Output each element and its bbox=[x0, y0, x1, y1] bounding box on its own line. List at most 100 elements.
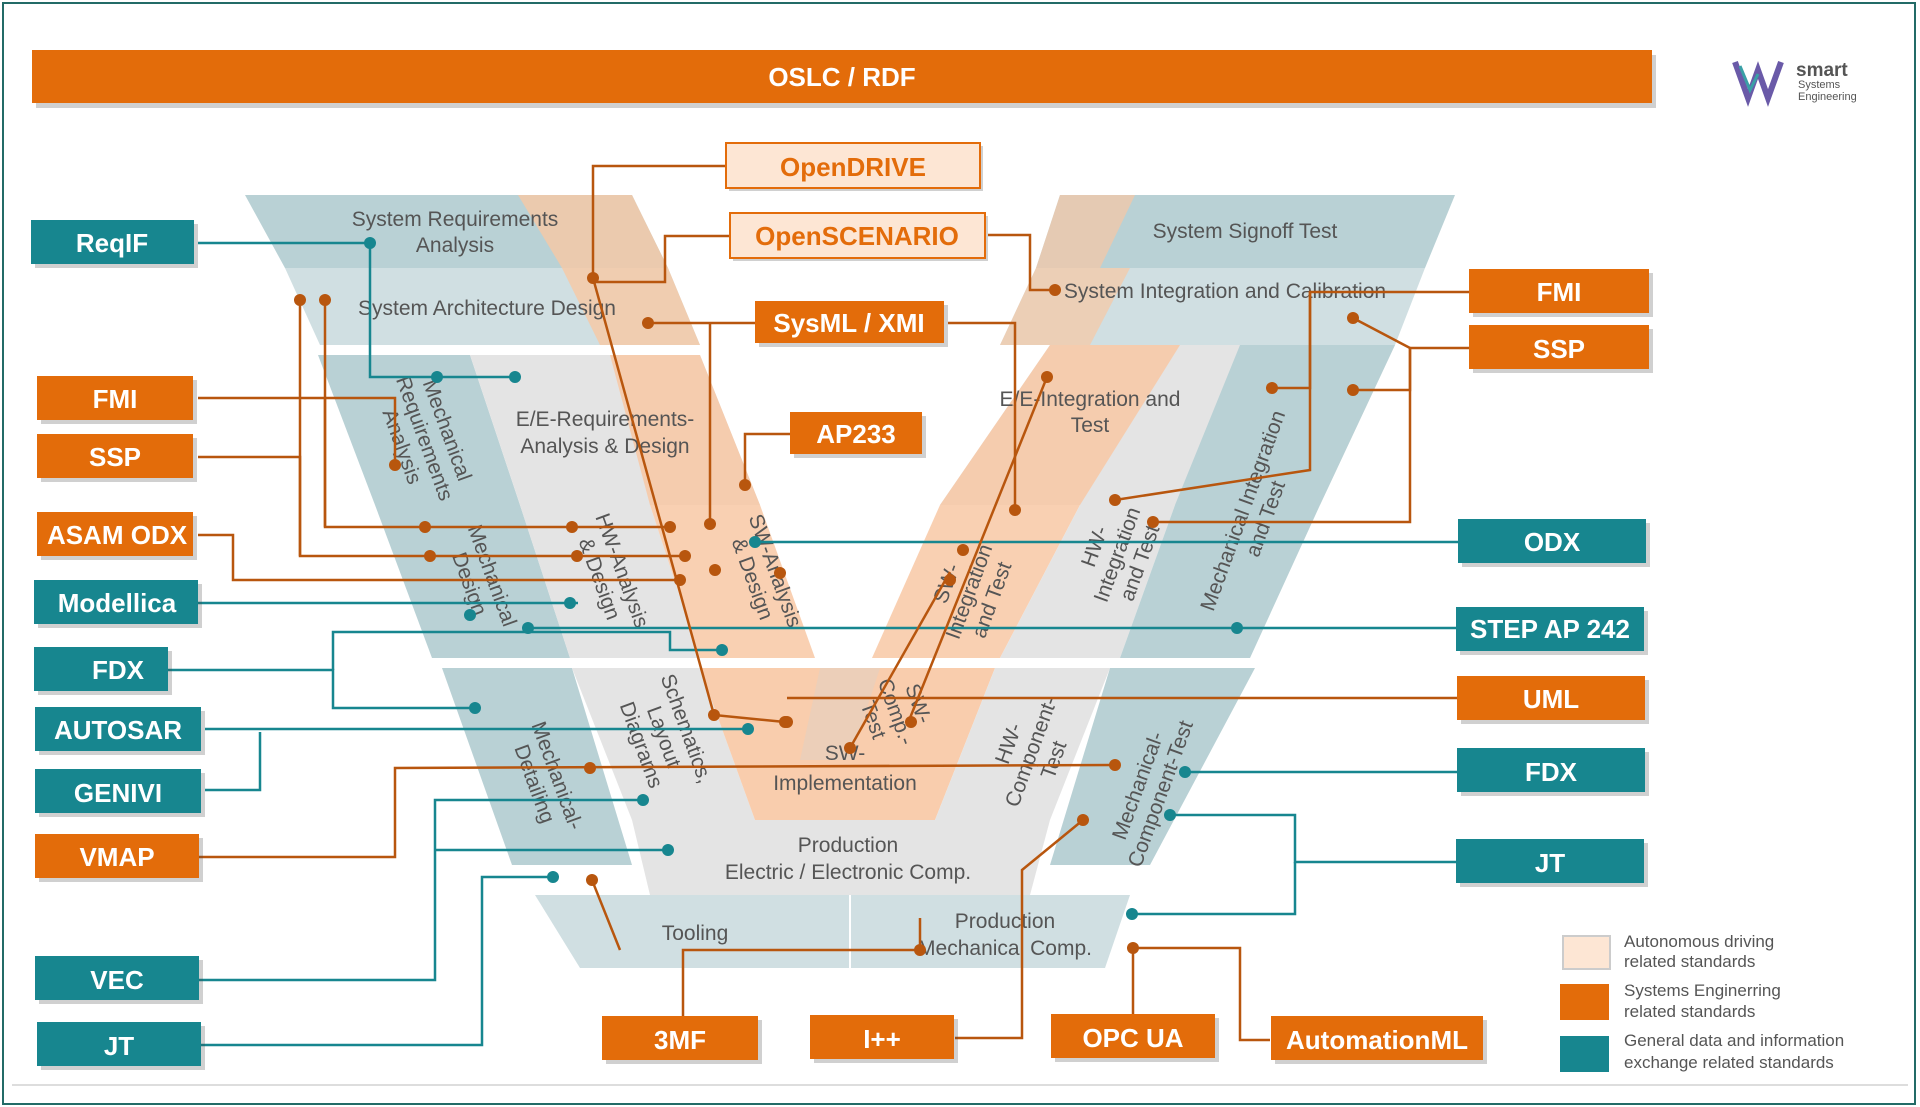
label-sys-integration: System Integration and Calibration bbox=[1064, 280, 1386, 303]
label-production-ee-1: Production bbox=[798, 834, 898, 857]
block-mech-req bbox=[318, 355, 520, 505]
line-ssp-right bbox=[1153, 346, 1470, 524]
line-sw-cross-1 bbox=[848, 571, 952, 749]
std-fdx-left-label: FDX bbox=[92, 655, 145, 685]
std-ipp[interactable]: I++ bbox=[810, 1015, 958, 1063]
std-automationml-label: AutomationML bbox=[1286, 1025, 1468, 1055]
std-3mf[interactable]: 3MF bbox=[602, 1016, 762, 1064]
std-ssp-right-label: SSP bbox=[1533, 334, 1585, 364]
label-sys-arch: System Architecture Design bbox=[358, 297, 616, 320]
label-sw-impl-2: Implementation bbox=[773, 772, 917, 795]
std-odx[interactable]: ODX bbox=[1458, 519, 1650, 567]
std-fdx-right[interactable]: FDX bbox=[1457, 748, 1649, 796]
std-genivi-label: GENIVI bbox=[74, 778, 162, 808]
block-hw-comp-test bbox=[935, 668, 1110, 820]
std-sysml[interactable]: SysML / XMI bbox=[755, 301, 948, 347]
std-reqif[interactable]: ReqIF bbox=[31, 220, 198, 268]
std-asam-odx[interactable]: ASAM ODX bbox=[37, 512, 197, 560]
label-ee-int-2: Test bbox=[1071, 414, 1110, 437]
std-fmi-left-label: FMI bbox=[93, 384, 138, 414]
label-ee-req-1: E/E-Requirements- bbox=[516, 408, 695, 431]
line-3mf-up bbox=[590, 879, 622, 951]
block-mech-comp-test bbox=[1050, 668, 1255, 865]
line-sysml-right bbox=[948, 321, 1017, 510]
logo-line2: Engineering bbox=[1798, 91, 1857, 103]
std-jt-right[interactable]: JT bbox=[1456, 839, 1648, 887]
label-ee-int-1: E/E-Integration and bbox=[1000, 388, 1181, 411]
std-uml-label: UML bbox=[1523, 684, 1579, 714]
line-genivi bbox=[205, 732, 262, 792]
std-jt-left[interactable]: JT bbox=[37, 1022, 205, 1070]
std-opendrive[interactable]: OpenDRIVE bbox=[725, 142, 983, 191]
block-production-ee bbox=[632, 820, 1050, 895]
label-sys-req-1: System Requirements bbox=[352, 208, 559, 231]
label-tooling: Tooling bbox=[662, 922, 729, 945]
legend-systems-2: related standards bbox=[1624, 1002, 1755, 1021]
legend-general: General data and information exchange re… bbox=[1560, 1031, 1844, 1072]
line-vmap bbox=[198, 763, 1116, 859]
label-production-mech-2: Mechanical Comp. bbox=[918, 937, 1092, 960]
line-vec bbox=[168, 798, 643, 982]
label-sys-req-2: Analysis bbox=[416, 234, 494, 257]
std-ssp-right[interactable]: SSP bbox=[1469, 325, 1653, 373]
line-ssp-right-branch bbox=[1353, 348, 1412, 392]
std-openscenario[interactable]: OpenSCENARIO bbox=[729, 212, 988, 261]
line-ssp-right-top bbox=[1352, 316, 1411, 350]
line-asam-odx bbox=[198, 533, 680, 582]
std-ssp-left-label: SSP bbox=[89, 442, 141, 472]
logo-mark-accent-icon bbox=[1738, 65, 1760, 94]
std-ipp-label: I++ bbox=[863, 1024, 901, 1054]
smart-logo: smart Systems Engineering bbox=[1732, 60, 1857, 107]
std-fdx-right-label: FDX bbox=[1525, 757, 1578, 787]
line-fdx-left bbox=[168, 668, 475, 710]
std-step-ap242[interactable]: STEP AP 242 bbox=[1456, 607, 1648, 655]
std-autosar[interactable]: AUTOSAR bbox=[35, 707, 205, 755]
legend-general-swatch bbox=[1560, 1036, 1609, 1072]
std-fmi-left[interactable]: FMI bbox=[37, 376, 197, 424]
std-opendrive-label: OpenDRIVE bbox=[780, 152, 926, 182]
legend-autonomous-swatch bbox=[1562, 935, 1611, 970]
std-opcua[interactable]: OPC UA bbox=[1051, 1014, 1219, 1062]
std-modellica-label: Modellica bbox=[58, 588, 177, 618]
oslc-rdf-bar[interactable]: OSLC / RDF bbox=[32, 50, 1656, 108]
connection-dots bbox=[294, 237, 1359, 956]
std-vmap-label: VMAP bbox=[79, 842, 154, 872]
std-opcua-label: OPC UA bbox=[1082, 1023, 1183, 1053]
std-ap233[interactable]: AP233 bbox=[790, 412, 926, 458]
std-step-ap242-label: STEP AP 242 bbox=[1470, 614, 1630, 644]
legend-general-1: General data and information bbox=[1624, 1031, 1844, 1050]
std-modellica[interactable]: Modellica bbox=[34, 580, 202, 628]
std-vmap[interactable]: VMAP bbox=[35, 834, 203, 882]
line-jt-left bbox=[168, 875, 553, 1047]
block-mech-int bbox=[1175, 345, 1395, 505]
std-uml[interactable]: UML bbox=[1457, 676, 1649, 724]
band-system-signoff bbox=[1036, 195, 1455, 268]
line-sw-cross-2 bbox=[908, 376, 1049, 719]
line-jt-right bbox=[1170, 813, 1458, 864]
line-ap233 bbox=[743, 432, 790, 485]
line-openscenario bbox=[593, 234, 730, 284]
block-hw-analysis bbox=[520, 505, 700, 658]
std-fmi-right[interactable]: FMI bbox=[1469, 269, 1653, 317]
label-ee-req-2: Analysis & Design bbox=[520, 435, 689, 458]
std-fdx-left[interactable]: FDX bbox=[34, 647, 172, 695]
std-fmi-right-label: FMI bbox=[1537, 277, 1582, 307]
line-3mf bbox=[681, 918, 922, 1020]
std-openscenario-label: OpenSCENARIO bbox=[755, 221, 959, 251]
std-asam-odx-label: ASAM ODX bbox=[47, 520, 188, 550]
line-openscenario-right bbox=[988, 233, 1055, 292]
std-odx-label: ODX bbox=[1524, 527, 1581, 557]
std-3mf-label: 3MF bbox=[654, 1025, 706, 1055]
std-ssp-left[interactable]: SSP bbox=[37, 434, 197, 482]
std-vec[interactable]: VEC bbox=[35, 956, 203, 1004]
std-reqif-label: ReqIF bbox=[76, 228, 148, 258]
legend-systems-swatch bbox=[1560, 984, 1609, 1020]
std-genivi[interactable]: GENIVI bbox=[35, 769, 205, 817]
oslc-rdf-label: OSLC / RDF bbox=[768, 62, 915, 92]
legend-general-2: exchange related standards bbox=[1624, 1053, 1834, 1072]
std-vec-label: VEC bbox=[90, 965, 144, 995]
std-automationml[interactable]: AutomationML bbox=[1271, 1016, 1487, 1064]
line-fmi-right-branch bbox=[1272, 292, 1312, 390]
